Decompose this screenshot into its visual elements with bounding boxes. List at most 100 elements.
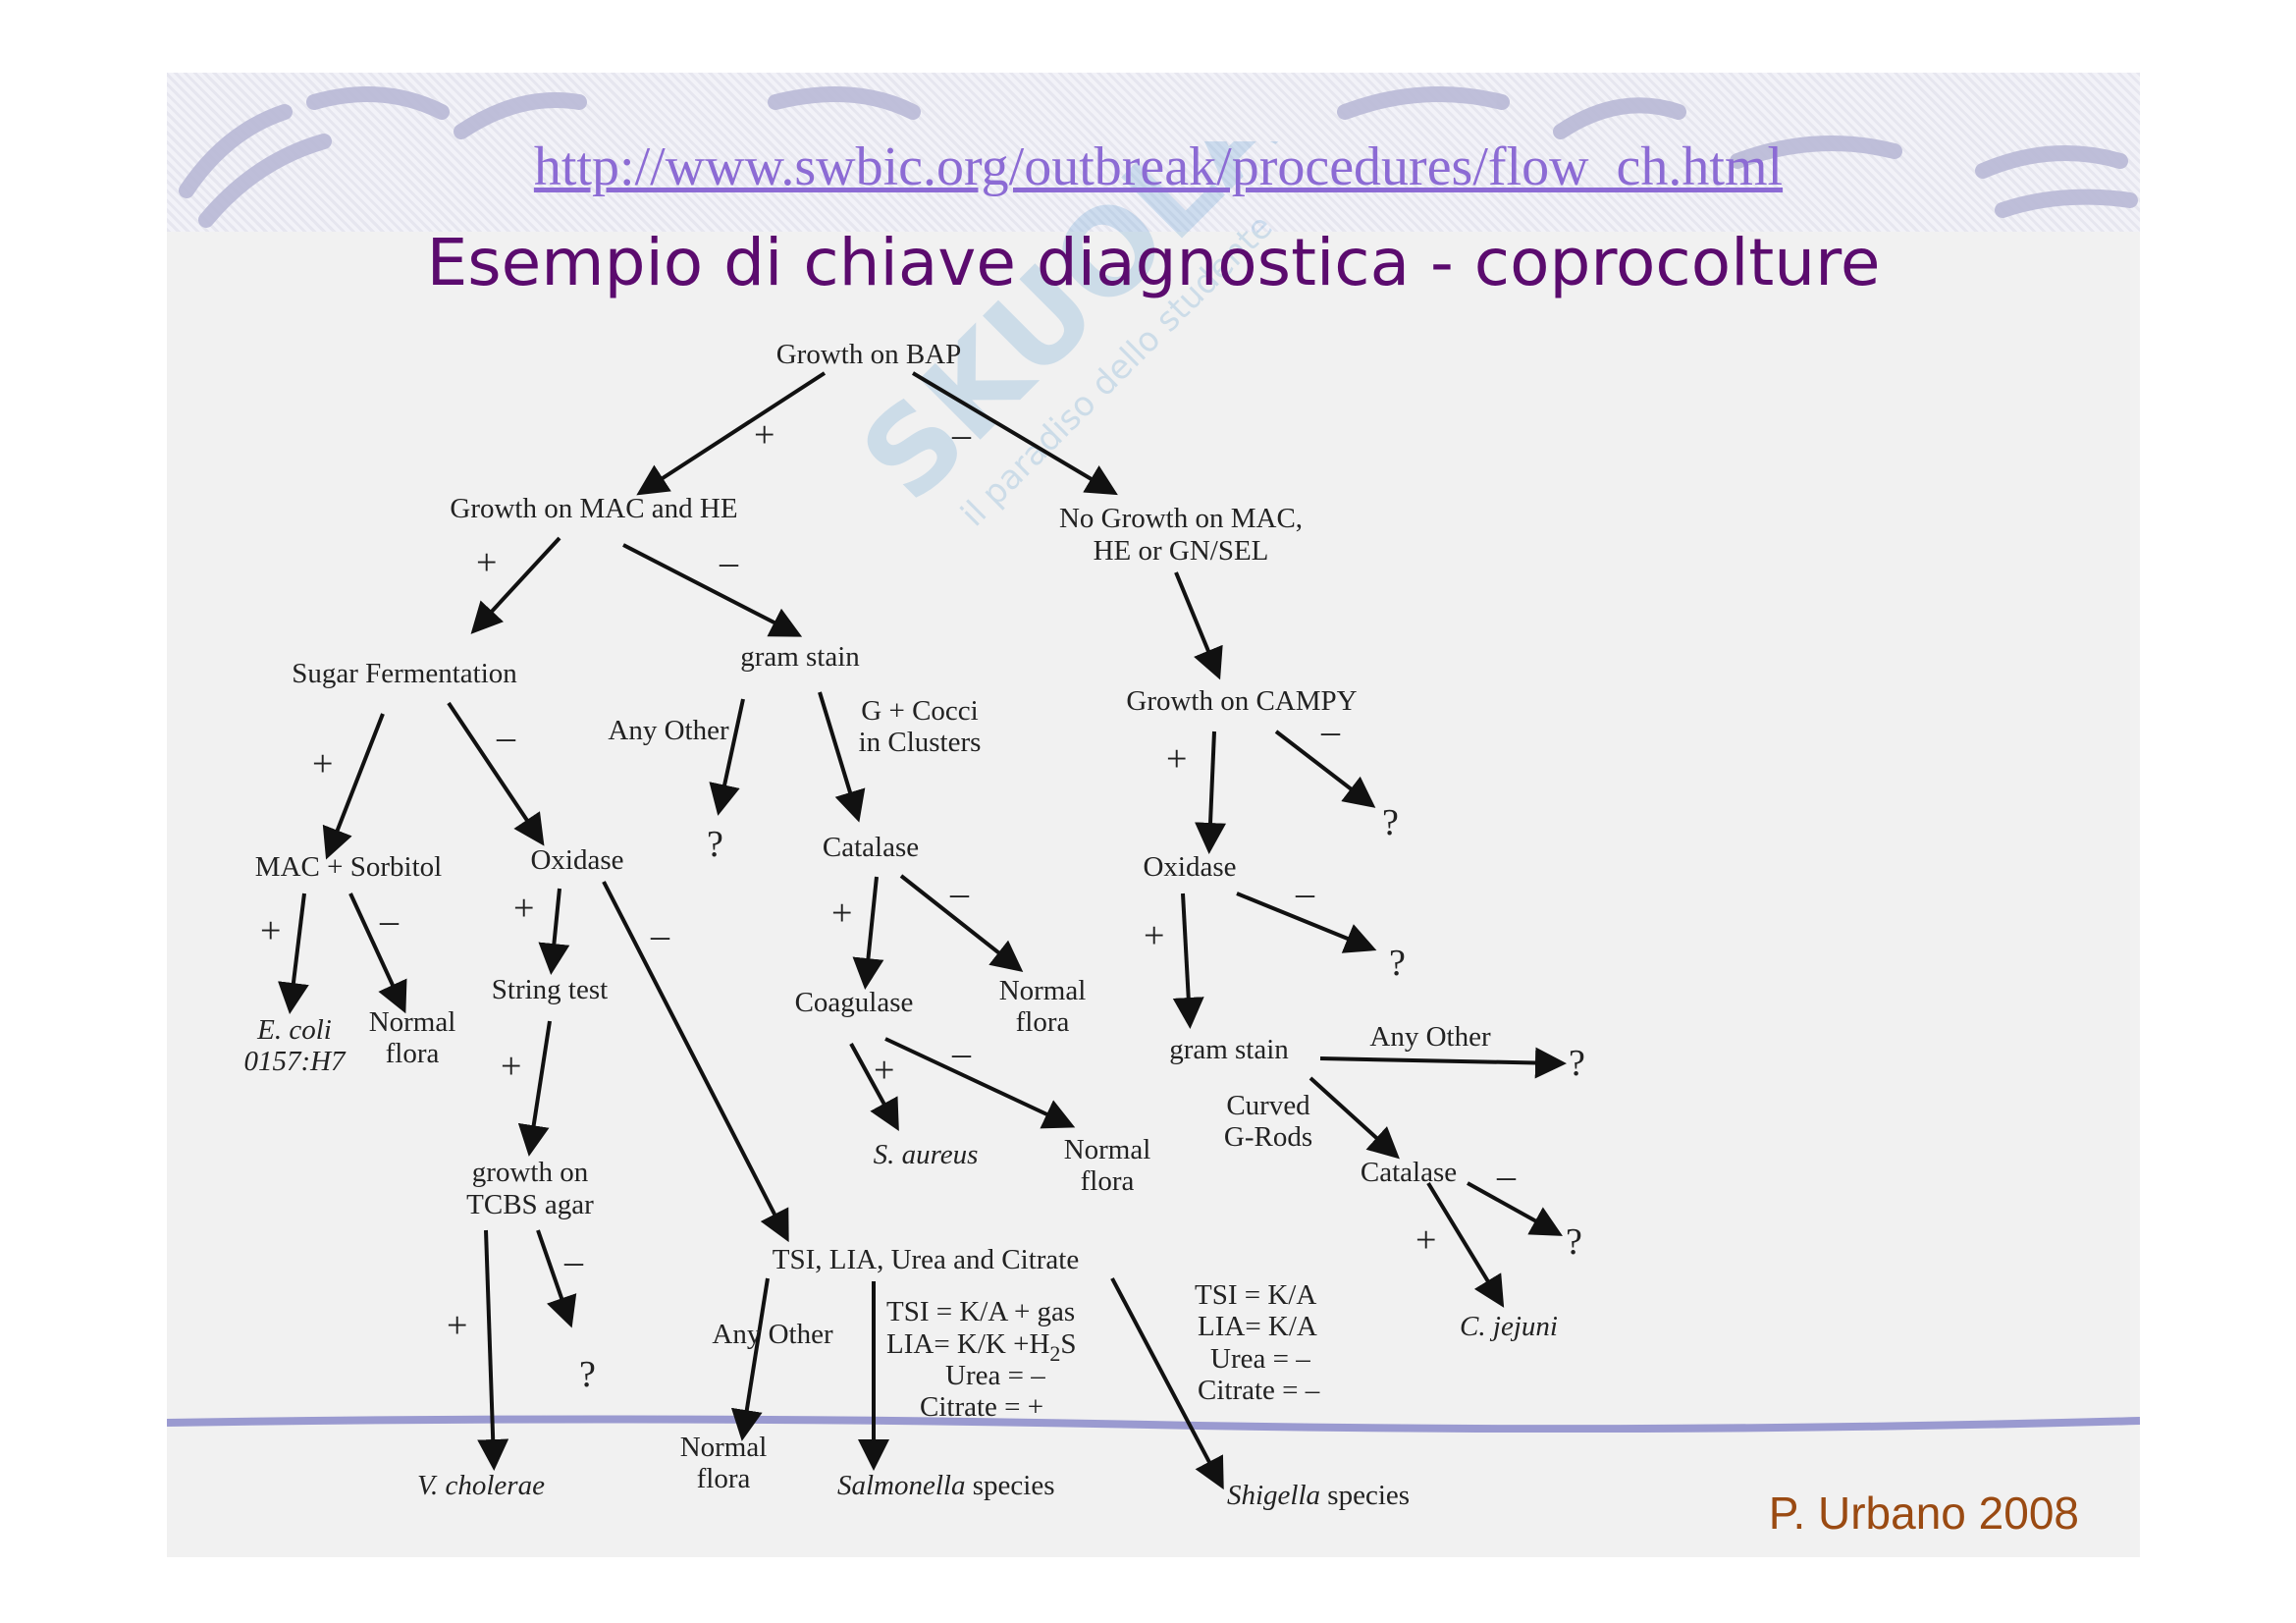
arrow-catalase2-to-cjejuni bbox=[1426, 1181, 1505, 1308]
plus-sign: + bbox=[501, 1046, 521, 1087]
arrow-oxidase2-to-gram bbox=[1172, 893, 1204, 1029]
node-any-other-3: Any Other bbox=[712, 1319, 833, 1350]
node-tsi-lia-urea-citrate: TSI, LIA, Urea and Citrate bbox=[773, 1244, 1079, 1275]
node-mac-sorbitol: MAC + Sorbitol bbox=[255, 851, 442, 883]
node-gram-stain-1: gram stain bbox=[740, 641, 860, 673]
plus-sign: + bbox=[476, 542, 497, 583]
node-curved-line1: Curved bbox=[1226, 1090, 1310, 1121]
slide-title: Esempio di chiave diagnostica - coprocol… bbox=[426, 225, 1881, 300]
plus-sign: + bbox=[831, 893, 852, 934]
node-g-cocci-line2: in Clusters bbox=[859, 727, 982, 758]
arrow-tsi-to-shigella bbox=[1110, 1277, 1224, 1490]
node-sugar-fermentation: Sugar Fermentation bbox=[292, 658, 517, 689]
node-v-cholerae: V. cholerae bbox=[417, 1470, 545, 1501]
arrow-tcbs-to-vcholerae bbox=[477, 1229, 509, 1471]
plus-sign: + bbox=[1166, 738, 1187, 780]
shigella-criteria-tsi: TSI = K/A bbox=[1195, 1279, 1316, 1311]
node-g-cocci-line1: G + Cocci bbox=[861, 695, 978, 727]
arrow-bap-to-nogrowth bbox=[911, 371, 1118, 496]
node-salmonella-species: Salmonella species bbox=[837, 1470, 1055, 1501]
arrow-campy-to-q bbox=[1274, 730, 1376, 808]
arrow-gram-to-any bbox=[709, 698, 745, 816]
arrow-catalase-to-coagulase bbox=[852, 876, 884, 990]
arrow-sugar-to-macsorbitol bbox=[322, 713, 385, 860]
node-normal-flora-4-line1: Normal bbox=[680, 1432, 768, 1463]
salmonella-criteria-tsi: TSI = K/A + gas bbox=[886, 1296, 1075, 1327]
question-mark: ? bbox=[579, 1354, 596, 1395]
slide: SKUOLA.NET il paradiso dello studente ht… bbox=[167, 73, 2140, 1557]
node-normal-flora-4-line2: flora bbox=[697, 1463, 751, 1494]
node-growth-mac-he: Growth on MAC and HE bbox=[450, 493, 737, 524]
arrow-gram2-to-catalase bbox=[1308, 1076, 1400, 1160]
arrow-mac-to-gram bbox=[622, 543, 803, 637]
node-any-other-2: Any Other bbox=[1369, 1021, 1491, 1053]
arrow-bap-to-mac bbox=[636, 371, 827, 496]
node-gram-stain-2: gram stain bbox=[1169, 1034, 1289, 1065]
node-no-growth-line1: No Growth on MAC, bbox=[1059, 503, 1303, 534]
node-s-aureus: S. aureus bbox=[874, 1139, 979, 1170]
node-string-test: String test bbox=[492, 974, 608, 1005]
node-curved-line2: G-Rods bbox=[1224, 1121, 1312, 1153]
node-oxidase-1: Oxidase bbox=[530, 844, 623, 876]
question-mark: ? bbox=[707, 824, 723, 865]
arrow-oxidase-to-tsi bbox=[602, 881, 789, 1243]
arrow-gram2-to-q bbox=[1319, 1047, 1567, 1079]
node-coagulase: Coagulase bbox=[795, 987, 914, 1018]
plus-sign: + bbox=[1415, 1219, 1436, 1261]
arrow-oxidase2-to-q bbox=[1236, 892, 1377, 953]
minus-sign: – bbox=[1496, 1156, 1517, 1197]
arrow-coagulase-to-saureus bbox=[849, 1043, 899, 1132]
minus-sign: – bbox=[949, 873, 970, 914]
shigella-criteria-citrate: Citrate = – bbox=[1198, 1375, 1320, 1406]
arrows bbox=[278, 371, 1567, 1490]
salmonella-criteria-urea: Urea = – bbox=[945, 1360, 1045, 1391]
plus-sign: + bbox=[754, 414, 774, 456]
minus-sign: – bbox=[951, 414, 972, 456]
arrow-campy-to-oxidase bbox=[1195, 730, 1227, 854]
shigella-criteria-lia: LIA= K/A bbox=[1198, 1311, 1317, 1342]
node-ecoli-line1: E. coli bbox=[256, 1014, 332, 1046]
plus-sign: + bbox=[447, 1305, 467, 1346]
salmonella-criteria-lia: LIA= K/K +H2S bbox=[886, 1328, 1077, 1366]
plus-sign: + bbox=[874, 1050, 894, 1091]
source-url-link[interactable]: http://www.swbic.org/outbreak/procedures… bbox=[533, 136, 1784, 197]
minus-sign: – bbox=[496, 717, 516, 758]
node-growth-campy: Growth on CAMPY bbox=[1126, 685, 1357, 717]
node-ecoli-line2: 0157:H7 bbox=[243, 1046, 347, 1077]
decorative-strokes bbox=[179, 86, 2138, 228]
arrow-sugar-to-oxidase bbox=[447, 701, 545, 846]
plus-sign: + bbox=[513, 888, 534, 929]
node-oxidase-2: Oxidase bbox=[1143, 851, 1236, 883]
node-labels: Growth on BAP Growth on MAC and HE No Gr… bbox=[243, 339, 1558, 1511]
node-growth-tcbs-line2: TCBS agar bbox=[466, 1189, 594, 1220]
node-normal-flora-3-line2: flora bbox=[1081, 1165, 1135, 1197]
node-normal-flora-1-line1: Normal bbox=[369, 1006, 456, 1038]
plus-sign: + bbox=[260, 910, 281, 951]
arrow-mac-to-sugar bbox=[470, 536, 561, 634]
arrow-string-to-tcbs bbox=[517, 1020, 552, 1157]
minus-sign: – bbox=[951, 1033, 972, 1074]
arrow-macsorbitol-to-normal bbox=[348, 893, 407, 1014]
salmonella-criteria-citrate: Citrate = + bbox=[920, 1391, 1043, 1423]
node-any-other-1: Any Other bbox=[608, 715, 729, 746]
minus-sign: – bbox=[1320, 711, 1341, 752]
node-normal-flora-3-line1: Normal bbox=[1064, 1134, 1151, 1165]
arrow-tcbs-to-q bbox=[536, 1229, 577, 1328]
minus-sign: – bbox=[1295, 873, 1315, 914]
node-growth-bap: Growth on BAP bbox=[776, 339, 962, 370]
minus-sign: – bbox=[719, 542, 739, 583]
node-c-jejuni: C. jejuni bbox=[1460, 1311, 1558, 1342]
arrow-gram-to-catalase bbox=[818, 691, 866, 823]
arrow-nogrowth-to-campy bbox=[1174, 571, 1223, 680]
minus-sign: – bbox=[563, 1241, 584, 1282]
plus-sign: + bbox=[312, 743, 333, 784]
plus-sign: + bbox=[1144, 915, 1164, 956]
minus-sign: – bbox=[650, 915, 670, 956]
node-normal-flora-1-line2: flora bbox=[386, 1038, 440, 1069]
divider-line bbox=[167, 1415, 2140, 1433]
node-normal-flora-2-line1: Normal bbox=[999, 975, 1087, 1006]
node-no-growth-line2: HE or GN/SEL bbox=[1094, 535, 1269, 567]
branch-symbols: + – + – + – ? + – ? + – + – + – + – ? + … bbox=[260, 414, 1585, 1395]
arrow-macsorbitol-to-ecoli bbox=[278, 893, 309, 1014]
arrow-tsi-to-normal bbox=[730, 1277, 770, 1441]
